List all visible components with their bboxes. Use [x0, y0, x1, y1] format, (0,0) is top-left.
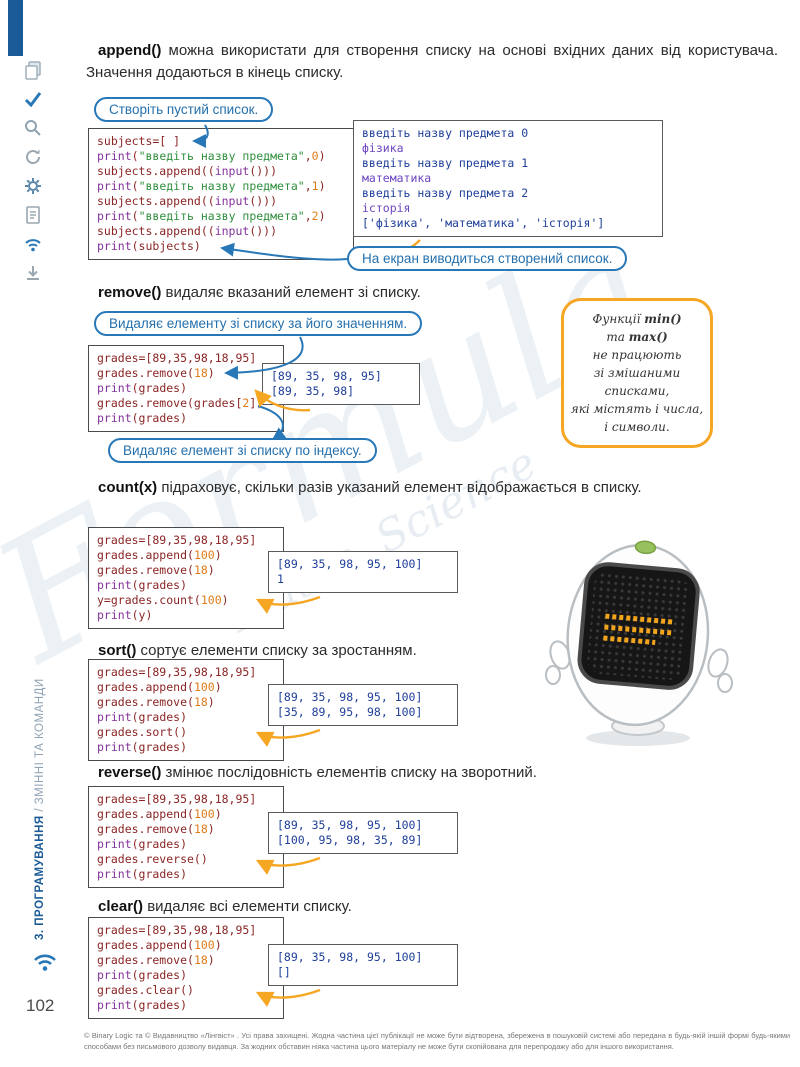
- wifi-footer-icon: [32, 950, 58, 977]
- callout-remove-by-index: Видаляє елемент зі списку по індексу.: [108, 438, 377, 463]
- remove-output-block: [89, 35, 98, 95][89, 35, 98]: [262, 363, 420, 405]
- chapter-label: 3. ПРОГРАМУВАННЯ / ЗМІННІ ТА КОМАНДИ: [34, 635, 52, 940]
- clear-code-block: grades=[89,35,98,18,95]grades.append(100…: [88, 917, 284, 1019]
- wifi-icon[interactable]: [23, 234, 43, 254]
- append-code-block: subjects=[ ]print("введіть назву предмет…: [88, 128, 354, 260]
- reverse-desc: змінює послідовність елементів списку на…: [161, 764, 537, 781]
- search-icon[interactable]: [23, 118, 43, 138]
- clear-output-block: [89, 35, 98, 95, 100][]: [268, 944, 458, 986]
- page-number: 102: [26, 996, 55, 1015]
- sort-code-block: grades=[89,35,98,18,95]grades.append(100…: [88, 659, 284, 761]
- sort-paragraph: sort() сортує елементи списку за зростан…: [86, 640, 778, 662]
- gear-icon[interactable]: [23, 176, 43, 196]
- remove-desc: видаляє вказаний елемент зі списку.: [161, 284, 421, 301]
- sort-desc: сортує елементи списку за зростанням.: [136, 642, 417, 659]
- document-icon[interactable]: [23, 205, 43, 225]
- callout-remove-by-value: Видаляє елементу зі списку за його значе…: [94, 311, 423, 336]
- remove-term: remove(): [98, 284, 162, 301]
- append-desc: можна використати для створення списку н…: [86, 42, 778, 81]
- corner-accent-bar: [8, 0, 23, 56]
- copyright-footer: © Binary Logic та © Видавництво «Лінгвіс…: [84, 1031, 790, 1051]
- sort-term: sort(): [98, 642, 137, 659]
- robot-illustration: [538, 533, 738, 753]
- download-icon[interactable]: [23, 263, 43, 283]
- remove-code-block: grades=[89,35,98,18,95]grades.remove(18)…: [88, 345, 284, 432]
- sort-output-block: [89, 35, 98, 95, 100][35, 89, 95, 98, 10…: [268, 684, 458, 726]
- reverse-term: reverse(): [98, 764, 162, 781]
- count-desc: підраховує, скільки разів указаний елеме…: [157, 479, 642, 496]
- chapter-label-rest: / ЗМІННІ ТА КОМАНДИ: [34, 678, 46, 816]
- pages-icon[interactable]: [23, 60, 43, 80]
- append-term: append(): [98, 42, 162, 59]
- clear-desc: видаляє всі елементи списку.: [143, 898, 352, 915]
- refresh-icon[interactable]: [23, 147, 43, 167]
- reverse-output-block: [89, 35, 98, 95, 100][100, 95, 98, 35, 8…: [268, 812, 458, 854]
- reverse-paragraph: reverse() змінює послідовність елементів…: [86, 762, 778, 784]
- callout-printed-list: На екран виводиться створений список.: [347, 246, 628, 271]
- count-paragraph: count(x) підраховує, скільки разів указа…: [86, 477, 686, 499]
- check-icon[interactable]: [23, 89, 43, 109]
- count-term: count(x): [98, 479, 158, 496]
- count-code-block: grades=[89,35,98,18,95]grades.append(100…: [88, 527, 284, 629]
- callout-create-empty-list: Створіть пустий список.: [94, 97, 274, 122]
- chapter-label-bold: 3. ПРОГРАМУВАННЯ: [34, 815, 46, 940]
- append-paragraph: append() можна використати для створення…: [86, 40, 778, 84]
- reader-toolbar: [20, 60, 46, 283]
- reverse-code-block: grades=[89,35,98,18,95]grades.append(100…: [88, 786, 284, 888]
- clear-term: clear(): [98, 898, 144, 915]
- remove-paragraph: remove() видаляє вказаний елемент зі спи…: [86, 282, 778, 304]
- count-output-block: [89, 35, 98, 95, 100]1: [268, 551, 458, 593]
- clear-paragraph: clear() видаляє всі елементи списку.: [86, 896, 778, 918]
